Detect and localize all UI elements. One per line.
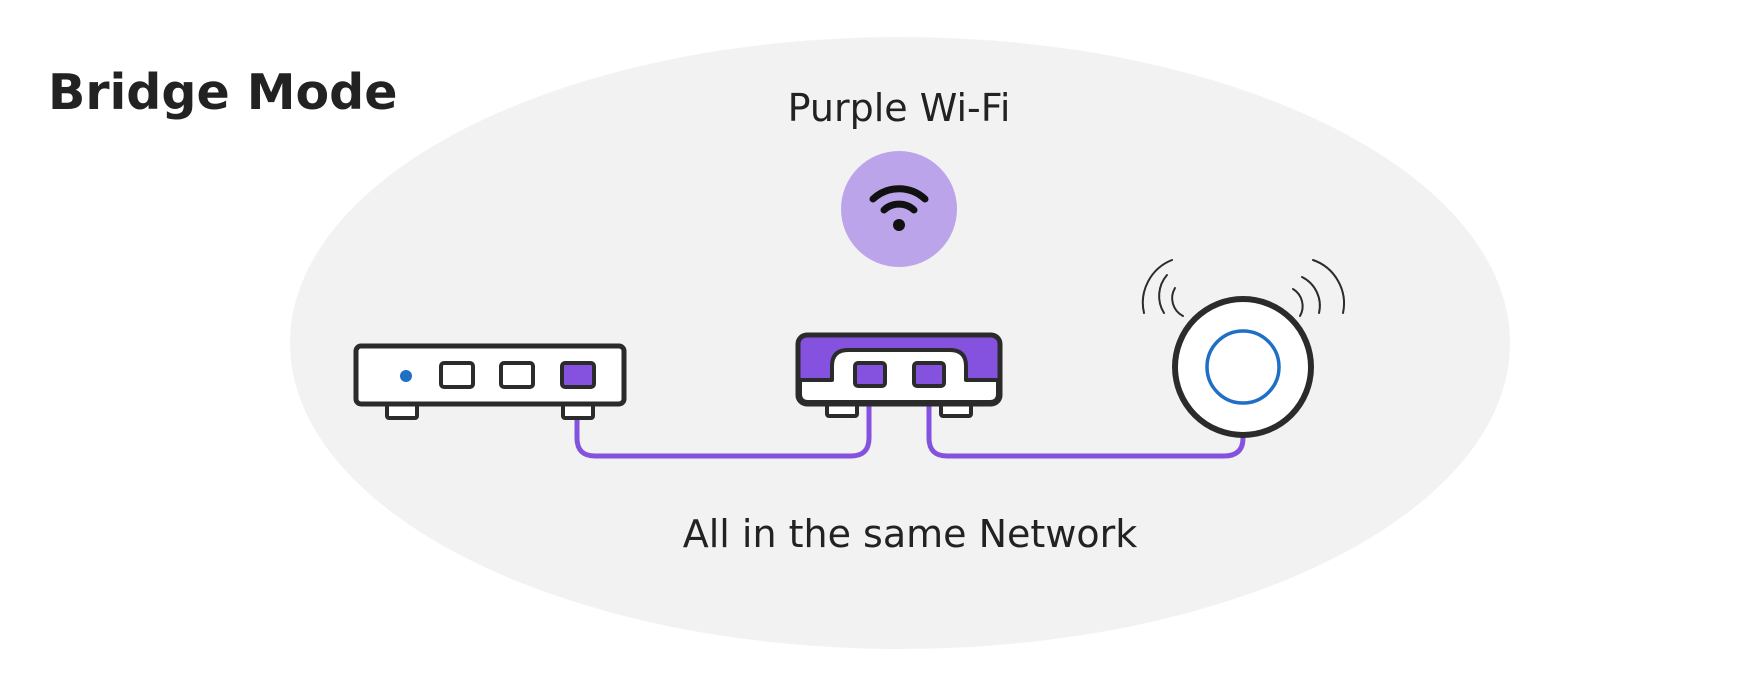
cable-modem-to-router: [574, 375, 872, 459]
purple-router-icon: [795, 332, 1003, 418]
wifi-icon: [841, 151, 957, 267]
network-label: All in the same Network: [683, 512, 1138, 556]
access-point-icon: [1172, 296, 1314, 438]
router-port-active: [853, 361, 887, 388]
wifi-label: Purple Wi-Fi: [788, 86, 1011, 130]
modem-port: [499, 361, 535, 389]
modem-icon: [353, 343, 627, 420]
modem-status-led: [400, 370, 412, 382]
router-port-active: [912, 361, 946, 388]
modem-port-active: [560, 361, 596, 389]
network-cables: [574, 375, 1246, 459]
page-title: Bridge Mode: [48, 64, 397, 121]
signal-waves-icon: [1141, 259, 1345, 317]
cable-router-to-access-point: [926, 375, 1246, 459]
modem-port: [439, 361, 475, 389]
